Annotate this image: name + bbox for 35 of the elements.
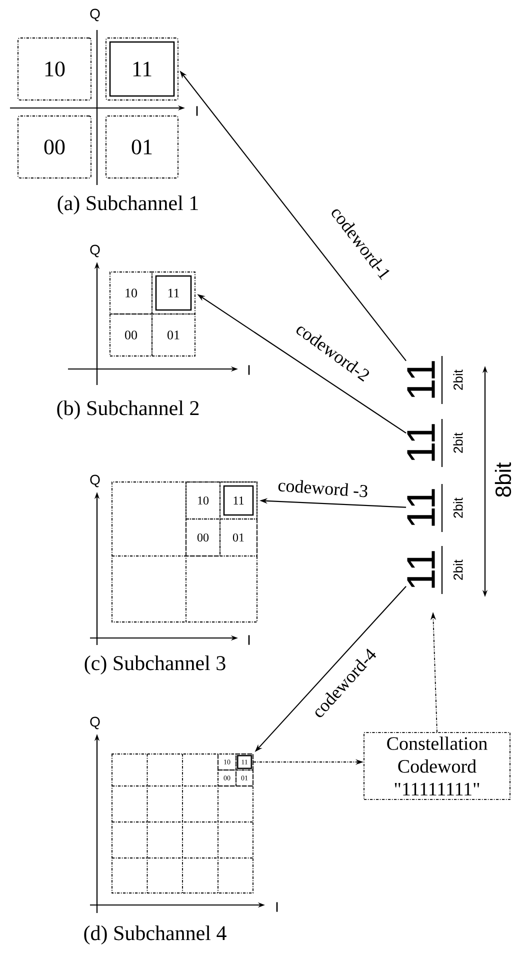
dimension-label: 8bit bbox=[494, 462, 512, 497]
selected-cell: 11 bbox=[220, 482, 258, 520]
bit-count: 2bit bbox=[453, 370, 463, 390]
edge-label: codeword -3 bbox=[276, 477, 370, 499]
constellation-cell: 01 bbox=[220, 518, 258, 556]
selected-cell: 11 bbox=[106, 38, 178, 100]
constellation-cell: 01 bbox=[106, 116, 178, 178]
axis-label: Q bbox=[90, 244, 100, 258]
caption: (b) Subchannel 2 bbox=[57, 400, 199, 420]
bit-count: 2bit bbox=[453, 560, 463, 580]
caption: (a) Subchannel 1 bbox=[58, 195, 198, 215]
constellation-cell: 00 bbox=[110, 314, 152, 356]
caption: (c) Subchannel 3 bbox=[84, 655, 226, 675]
codeword-box: Constellation Codeword "11111111" bbox=[364, 732, 510, 800]
bit-pair: 11 bbox=[407, 361, 435, 398]
constellation-cell: 00 bbox=[18, 116, 92, 178]
caption: (d) Subchannel 4 bbox=[84, 925, 226, 945]
axis-label: I bbox=[196, 106, 198, 116]
constellation-cell: 10 bbox=[186, 482, 220, 520]
axis-label: I bbox=[248, 365, 250, 375]
bit-pair: 11 bbox=[407, 551, 435, 588]
selected-cell: 11 bbox=[152, 272, 196, 314]
axis-label: Q bbox=[90, 8, 100, 22]
bit-count: 2bit bbox=[453, 498, 463, 518]
constellation-cell: 00 bbox=[186, 518, 220, 556]
constellation-cell: 10 bbox=[110, 272, 152, 314]
bit-pair: 11 bbox=[407, 424, 435, 461]
constellation-cell: 01 bbox=[152, 314, 196, 356]
constellation-cell: 10 bbox=[18, 38, 92, 100]
axis-label: Q bbox=[90, 716, 100, 730]
bit-pair: 11 bbox=[407, 489, 435, 526]
axis-label: I bbox=[276, 902, 278, 912]
axis-label: I bbox=[248, 635, 250, 645]
axis-label: Q bbox=[90, 474, 100, 488]
bit-count: 2bit bbox=[453, 432, 463, 453]
